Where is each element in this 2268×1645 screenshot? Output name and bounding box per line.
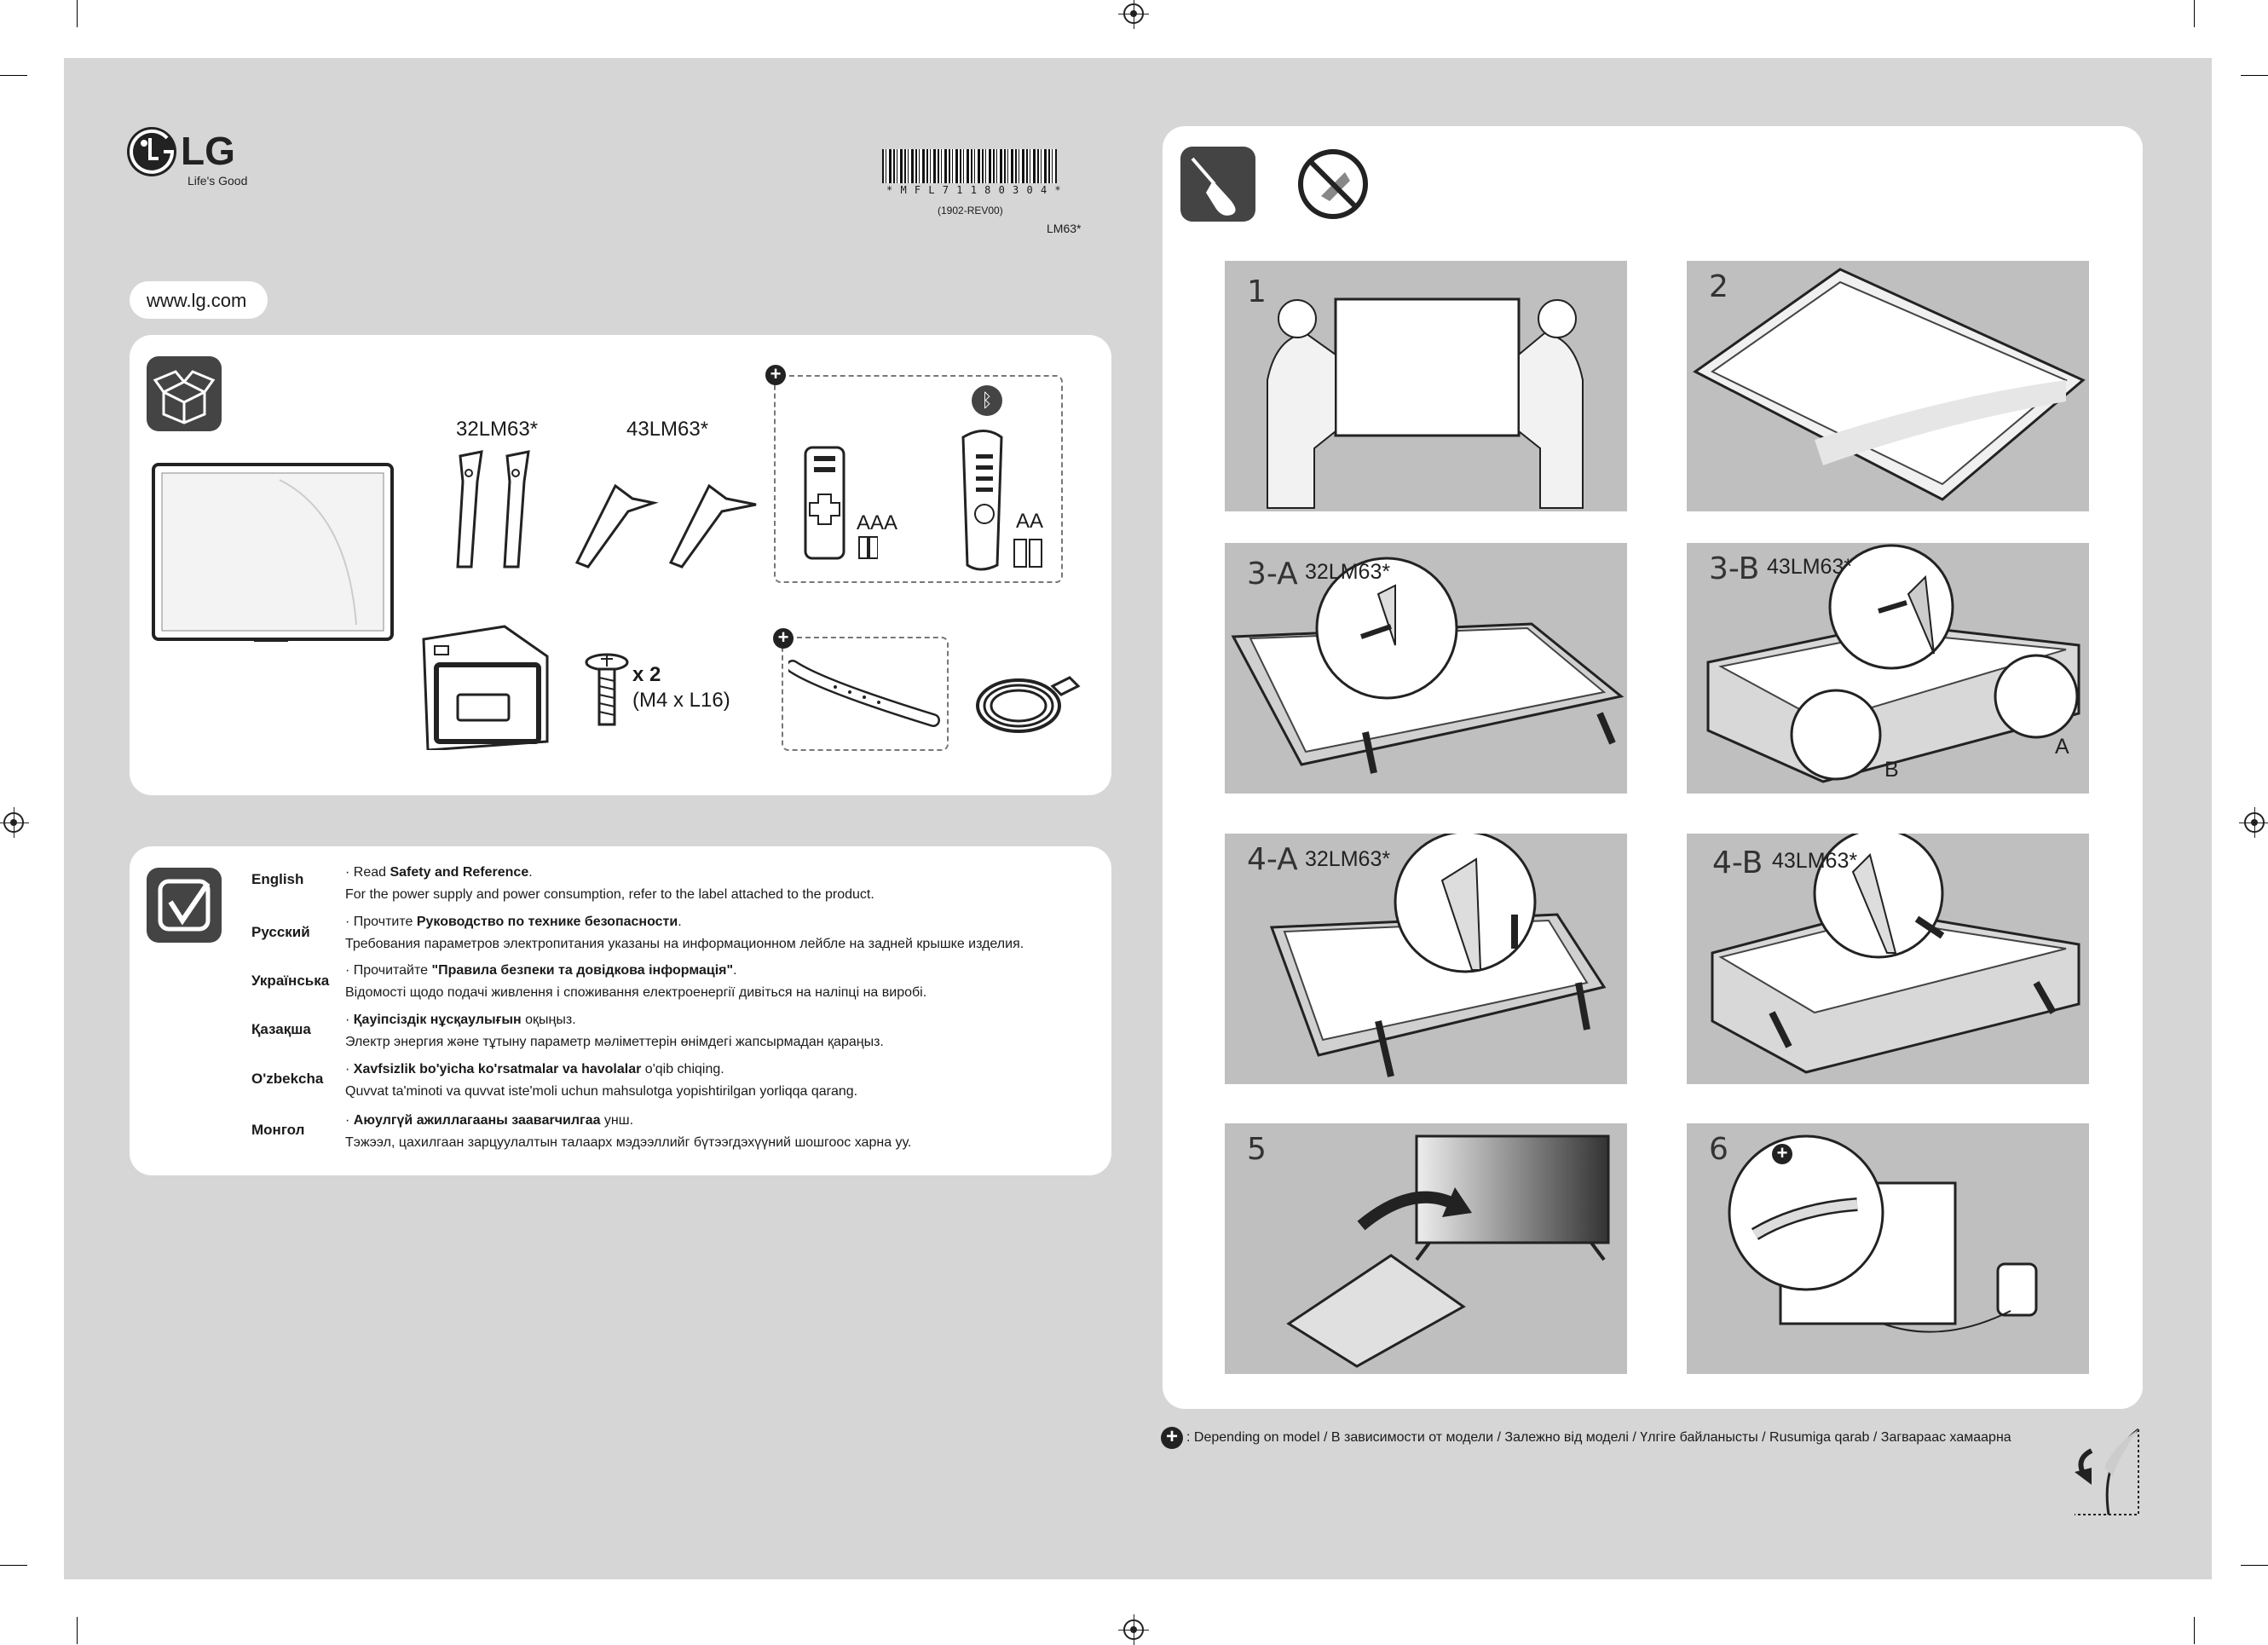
registration-mark xyxy=(2239,807,2268,838)
registration-mark xyxy=(1118,1614,1149,1645)
language-line: · Прочитайте "Правила безпеки та довідко… xyxy=(345,963,737,978)
language-line: Требования параметров электропитания ука… xyxy=(345,937,1024,951)
page-turn-icon xyxy=(2075,1428,2139,1515)
step-4b-illustration: 4-B 43LM63* xyxy=(1687,834,2089,1084)
battery-aa-label: AA xyxy=(1016,510,1044,533)
step-model-label: 43LM63* xyxy=(1767,555,1853,579)
registration-mark xyxy=(1118,0,1149,29)
website-link[interactable]: www.lg.com xyxy=(147,290,247,311)
language-line: Відомості щодо подачі живлення і спожива… xyxy=(345,985,927,1000)
language-line: Quvvat ta'minoti va quvvat iste'moli uch… xyxy=(345,1084,858,1099)
logo-tagline: Life's Good xyxy=(188,174,248,188)
revision-code: (1902-REV00) xyxy=(938,205,1003,216)
language-line: · Аюулгүй ажиллагааны заавarчилгаа унш. xyxy=(345,1113,634,1128)
barcode-code: * M F L 7 1 1 8 0 3 0 4 * xyxy=(886,184,1062,196)
step-number: 5 xyxy=(1247,1132,1267,1167)
step-number: 6 xyxy=(1709,1132,1728,1167)
language-name: English xyxy=(251,871,304,887)
step-model-label: 43LM63* xyxy=(1772,849,1858,873)
optional-plus-icon: + xyxy=(773,628,794,649)
crop-mark xyxy=(77,1617,78,1644)
language-name: Русский xyxy=(251,924,310,940)
crop-mark xyxy=(2241,1565,2268,1566)
language-name: O'zbekcha xyxy=(251,1071,324,1087)
step-5-illustration: 5 xyxy=(1225,1123,1627,1374)
step-number: 2 xyxy=(1709,269,1728,304)
screwdriver-icon xyxy=(1180,147,1255,222)
language-line: · Прочтите Руководство по технике безопа… xyxy=(345,915,682,929)
remote-optional-box xyxy=(774,375,1063,583)
step-4a-illustration: 4-A 32LM63* xyxy=(1225,834,1627,1084)
tv-illustration xyxy=(152,463,394,642)
language-name: Қазақша xyxy=(251,1021,311,1037)
stand-43-icon xyxy=(574,483,757,569)
step-number: 4-B xyxy=(1712,846,1763,880)
no-sharp-object-icon xyxy=(1296,147,1371,222)
user-manual-icon xyxy=(422,625,549,750)
screw-quantity: x 2 xyxy=(632,663,661,686)
barcode xyxy=(882,149,1057,183)
step-3b-illustration: 3-B 43LM63* B A xyxy=(1687,543,2089,794)
language-name: Монгол xyxy=(251,1122,305,1138)
registration-mark xyxy=(0,807,29,838)
step-2-illustration: 2 xyxy=(1687,261,2089,511)
lg-logo-icon xyxy=(127,127,176,176)
crop-mark xyxy=(2194,0,2195,27)
language-line: · Қауіпсіздік нұсқаулығын оқыңыз. xyxy=(345,1013,576,1027)
model-label-32: 32LM63* xyxy=(456,418,539,441)
language-line: · Read Safety and Reference. xyxy=(345,865,533,880)
stand-32-icon xyxy=(456,450,530,569)
footnote-text: : Depending on model / В зависимости от … xyxy=(1186,1430,2011,1445)
crop-mark xyxy=(0,75,27,76)
step-1-illustration: 1 xyxy=(1225,261,1627,511)
language-line: For the power supply and power consumpti… xyxy=(345,887,874,902)
website-pill[interactable]: www.lg.com xyxy=(130,281,268,319)
cable-holder-icon xyxy=(788,660,940,727)
language-line: · Xavfsizlik bo'yicha ko'rsatmalar va ha… xyxy=(345,1062,724,1076)
optional-plus-icon: + xyxy=(1772,1144,1792,1164)
callout-letter-a: A xyxy=(2055,735,2069,759)
lg-logo: LG Life's Good xyxy=(126,126,254,194)
checklist-icon xyxy=(147,868,222,943)
callout-letter-b: B xyxy=(1884,758,1899,782)
crop-mark xyxy=(2241,75,2268,76)
optional-plus-icon: + xyxy=(1161,1427,1183,1449)
language-line: Электр энергия және тұтыну параметр мәлі… xyxy=(345,1035,884,1049)
model-label-43: 43LM63* xyxy=(626,418,709,441)
step-number: 4-A xyxy=(1247,842,1298,877)
logo-wordmark: LG xyxy=(181,129,235,173)
optional-plus-icon: + xyxy=(765,365,786,385)
language-line: Тэжээл, цахилгаан зарцуулалтын талаарх м… xyxy=(345,1135,912,1150)
step-number: 3-A xyxy=(1247,557,1298,592)
crop-mark xyxy=(77,0,78,27)
step-model-label: 32LM63* xyxy=(1305,847,1391,871)
step-number: 3-B xyxy=(1709,551,1760,586)
step-model-label: 32LM63* xyxy=(1305,560,1391,584)
model-code: LM63* xyxy=(1047,222,1082,235)
crop-mark xyxy=(0,1565,27,1566)
screw-icon xyxy=(585,653,629,726)
unboxing-icon xyxy=(147,356,222,431)
bluetooth-icon: ᛒ xyxy=(972,385,1002,416)
step-6-illustration: 6 + xyxy=(1687,1123,2089,1374)
step-number: 1 xyxy=(1247,274,1267,309)
step-3a-illustration: 3-A 32LM63* xyxy=(1225,543,1627,794)
crop-mark xyxy=(2194,1617,2195,1644)
language-name: Українська xyxy=(251,973,330,989)
power-cord-icon xyxy=(976,676,1081,733)
screw-spec: (M4 x L16) xyxy=(632,689,730,712)
safety-language-panel xyxy=(130,846,1111,1175)
magic-remote-icon xyxy=(961,430,1042,571)
standard-remote-icon xyxy=(804,446,878,560)
cable-holder-optional-box xyxy=(782,637,949,751)
battery-aaa-label: AAA xyxy=(857,511,898,534)
